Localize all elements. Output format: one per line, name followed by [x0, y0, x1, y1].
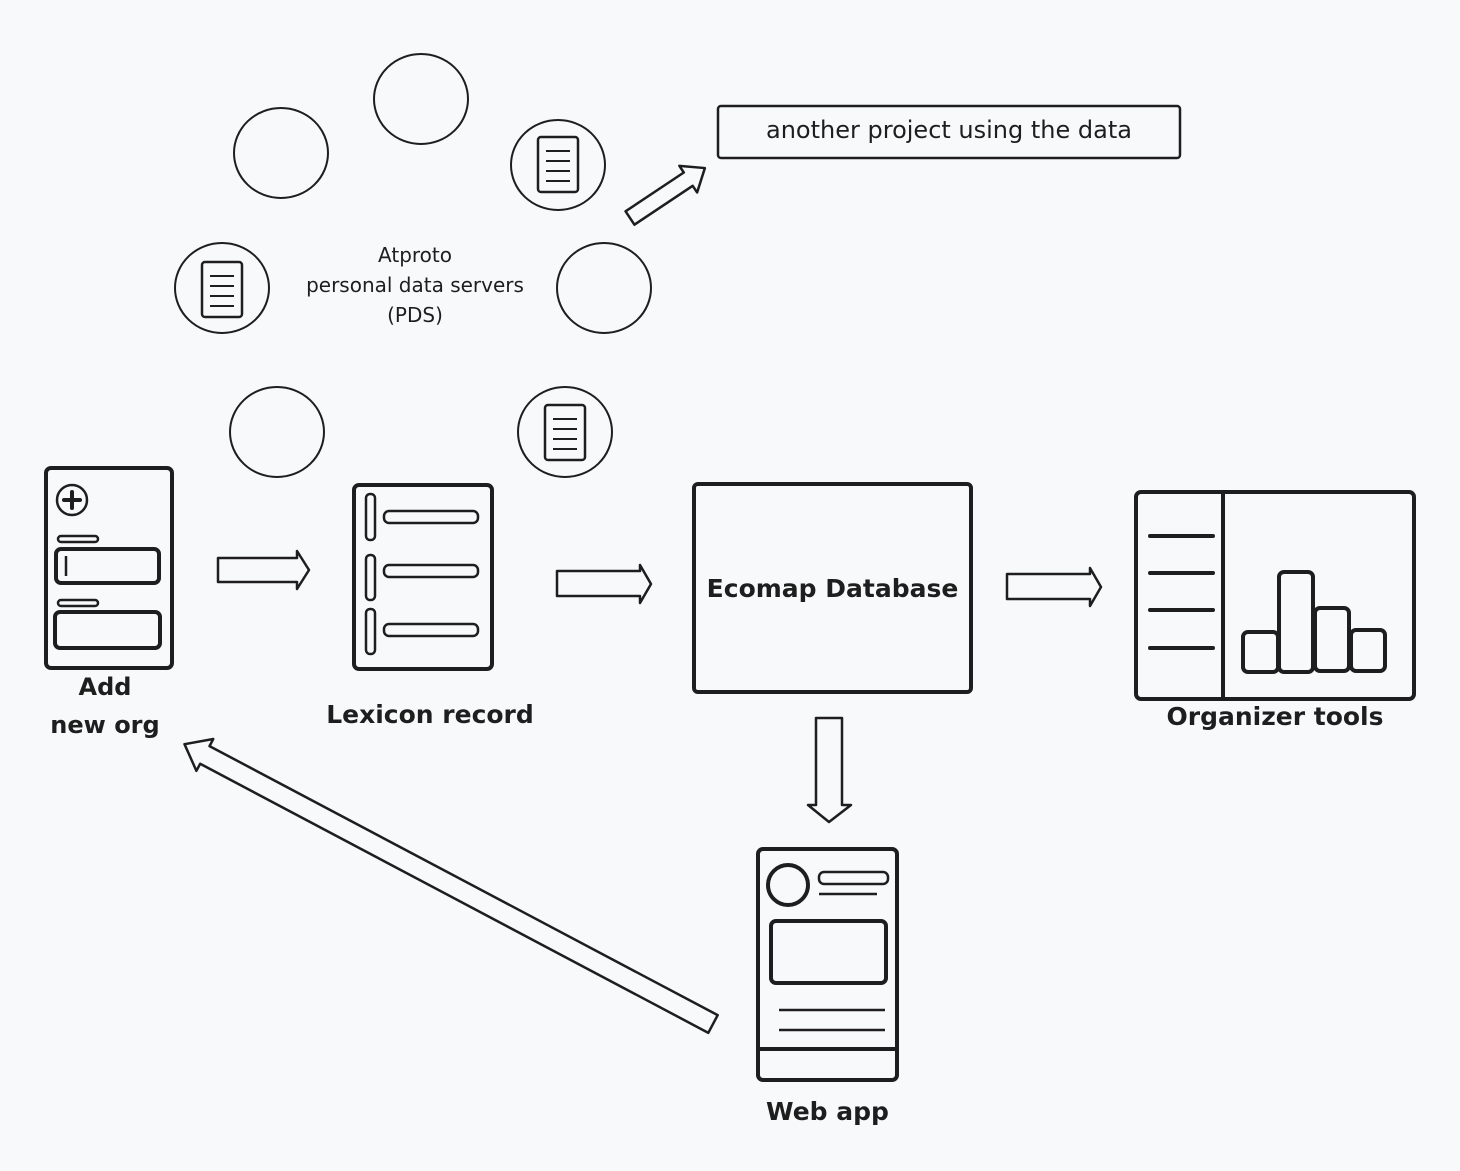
pds-circles [174, 53, 652, 478]
document-icon [536, 135, 580, 194]
arrow-to-web-app [806, 716, 853, 824]
lexicon-record-icon [352, 483, 494, 671]
another-project-box [716, 104, 1182, 160]
arrow-to-another-project [624, 164, 707, 226]
pds-label-line: (PDS) [387, 303, 443, 327]
pds-circle [229, 386, 325, 478]
arrow-to-lexicon [216, 549, 311, 591]
ecomap-database-box [692, 482, 973, 694]
add-new-org-label-line: Add [78, 673, 132, 701]
add-new-org-label-line: new org [50, 711, 160, 739]
organizer-tools-label: Organizer tools [1166, 702, 1384, 731]
arrow-to-database [555, 563, 653, 605]
pds-circle [556, 242, 652, 334]
arrow-to-organizer-tools [1005, 566, 1103, 608]
pds-label: Atproto personal data servers (PDS) [270, 240, 560, 330]
pds-circle [174, 242, 270, 334]
pds-circle [510, 119, 606, 211]
pds-circle [373, 53, 469, 145]
another-project-label: another project using the data [766, 116, 1132, 144]
add-new-org-icon [44, 466, 174, 670]
ecomap-database-label: Ecomap Database [706, 574, 959, 603]
document-icon [200, 260, 244, 319]
pds-circle [517, 386, 613, 478]
organizer-tools-icon [1134, 490, 1416, 701]
pds-circle [233, 107, 329, 199]
lexicon-record-label: Lexicon record [326, 700, 534, 729]
add-new-org-label: Add new org [30, 668, 180, 744]
web-app-label: Web app [766, 1097, 889, 1126]
web-app-icon [756, 847, 899, 1082]
arrow-web-app-to-add-new-org [183, 737, 719, 1035]
document-icon [543, 403, 587, 462]
pds-label-line: Atproto [378, 243, 452, 267]
pds-label-line: personal data servers [306, 273, 524, 297]
